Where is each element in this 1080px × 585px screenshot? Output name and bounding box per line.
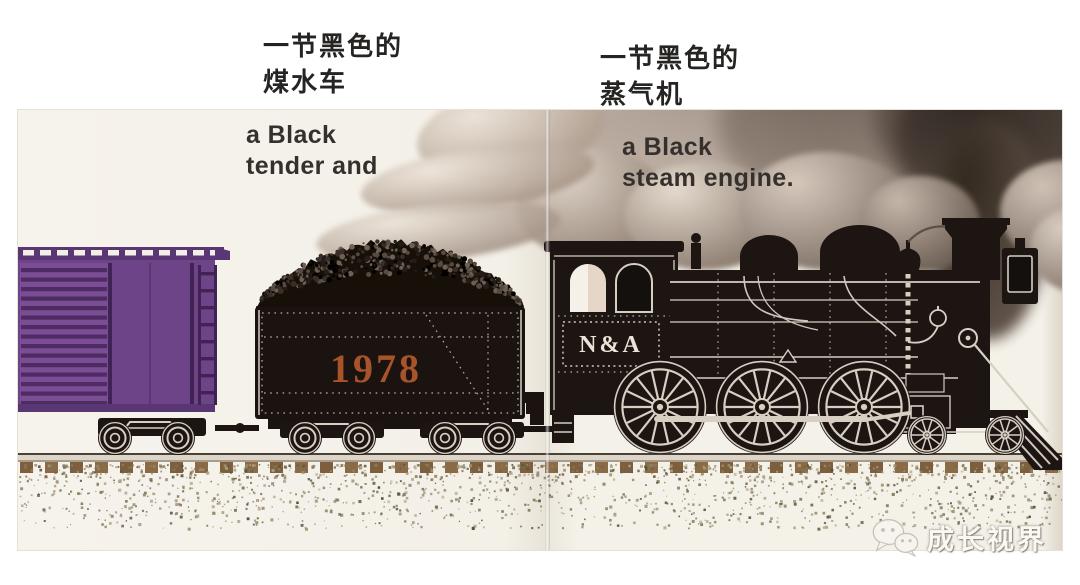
- annotation-engine-line1: 一节黑色的: [600, 43, 740, 73]
- caption-left-line1: a Black: [246, 121, 336, 149]
- tender-number-text: 1978: [330, 346, 422, 391]
- watermark: 成长视界: [872, 517, 1047, 557]
- caption-left-line2: tender and: [246, 152, 378, 180]
- caption-right-line1: a Black: [622, 133, 712, 161]
- tender: 1978: [255, 239, 557, 455]
- steam-engine: N&A: [544, 218, 1062, 470]
- annotation-tender: 一节黑色的煤水车: [263, 28, 403, 100]
- watermark-text: 成长视界: [927, 518, 1047, 557]
- book-spread: 1978: [18, 110, 1062, 550]
- annotation-tender-line1: 一节黑色的: [263, 31, 403, 61]
- annotation-engine: 一节黑色的蒸气机: [600, 40, 740, 112]
- caption-right: a Black steam engine.: [622, 132, 794, 194]
- engine-marking-text: N&A: [579, 332, 643, 358]
- caption-right-line2: steam engine.: [622, 164, 794, 192]
- wechat-icon: [872, 517, 920, 557]
- annotation-engine-line2: 蒸气机: [600, 79, 684, 109]
- caption-left: a Black tender and: [246, 120, 378, 182]
- annotation-tender-line2: 煤水车: [263, 67, 347, 97]
- page-fold: [545, 110, 550, 550]
- train-illustration: 1978: [18, 110, 1062, 550]
- boxcar: [18, 247, 259, 455]
